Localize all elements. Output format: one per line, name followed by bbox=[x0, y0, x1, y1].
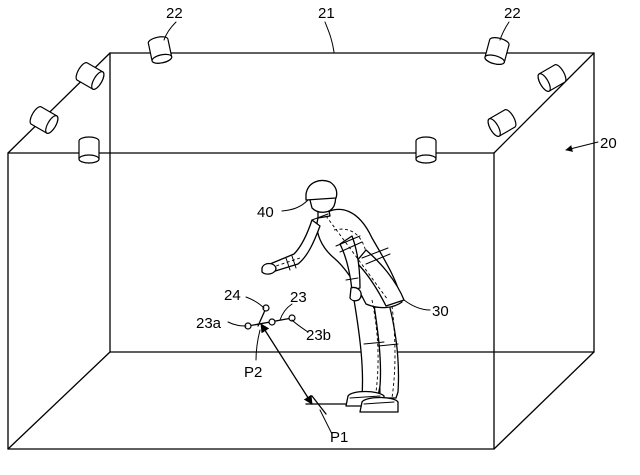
distance-arrow bbox=[260, 323, 313, 405]
label-person: 30 bbox=[432, 303, 449, 320]
camera-icon bbox=[27, 104, 61, 136]
marker-ball-icon bbox=[262, 304, 270, 312]
camera-icon bbox=[415, 136, 437, 164]
label-tip: 24 bbox=[224, 287, 241, 304]
room-edge-top-right bbox=[493, 52, 595, 154]
leader-lines bbox=[163, 21, 599, 435]
label-camera-left: 22 bbox=[166, 5, 183, 22]
room-back-face bbox=[109, 52, 595, 353]
room-edge-bottom-right bbox=[493, 351, 595, 450]
camera-icon bbox=[535, 62, 569, 94]
label-point-1: P1 bbox=[330, 429, 348, 446]
camera-icon bbox=[78, 136, 100, 164]
room-front-face bbox=[7, 152, 495, 450]
marker-ball-icon bbox=[288, 314, 296, 322]
marker-tool bbox=[244, 304, 296, 330]
label-marker-b: 23b bbox=[306, 327, 331, 344]
room-edge-bottom-left bbox=[7, 351, 111, 450]
person-figure bbox=[261, 179, 405, 413]
label-marker-tool: 23 bbox=[290, 289, 307, 306]
label-marker-a: 23a bbox=[196, 315, 222, 332]
camera-icon bbox=[73, 60, 107, 92]
camera-icon bbox=[483, 35, 511, 67]
label-room: 20 bbox=[600, 135, 617, 152]
label-head-device: 40 bbox=[257, 204, 274, 221]
marker-ball-icon bbox=[268, 318, 276, 326]
floor-point-marker bbox=[305, 395, 347, 415]
room-box bbox=[7, 52, 595, 450]
label-camera-right: 22 bbox=[504, 5, 521, 22]
label-ceiling: 21 bbox=[318, 5, 335, 22]
camera-icon bbox=[146, 34, 174, 66]
label-point-2: P2 bbox=[244, 364, 262, 381]
